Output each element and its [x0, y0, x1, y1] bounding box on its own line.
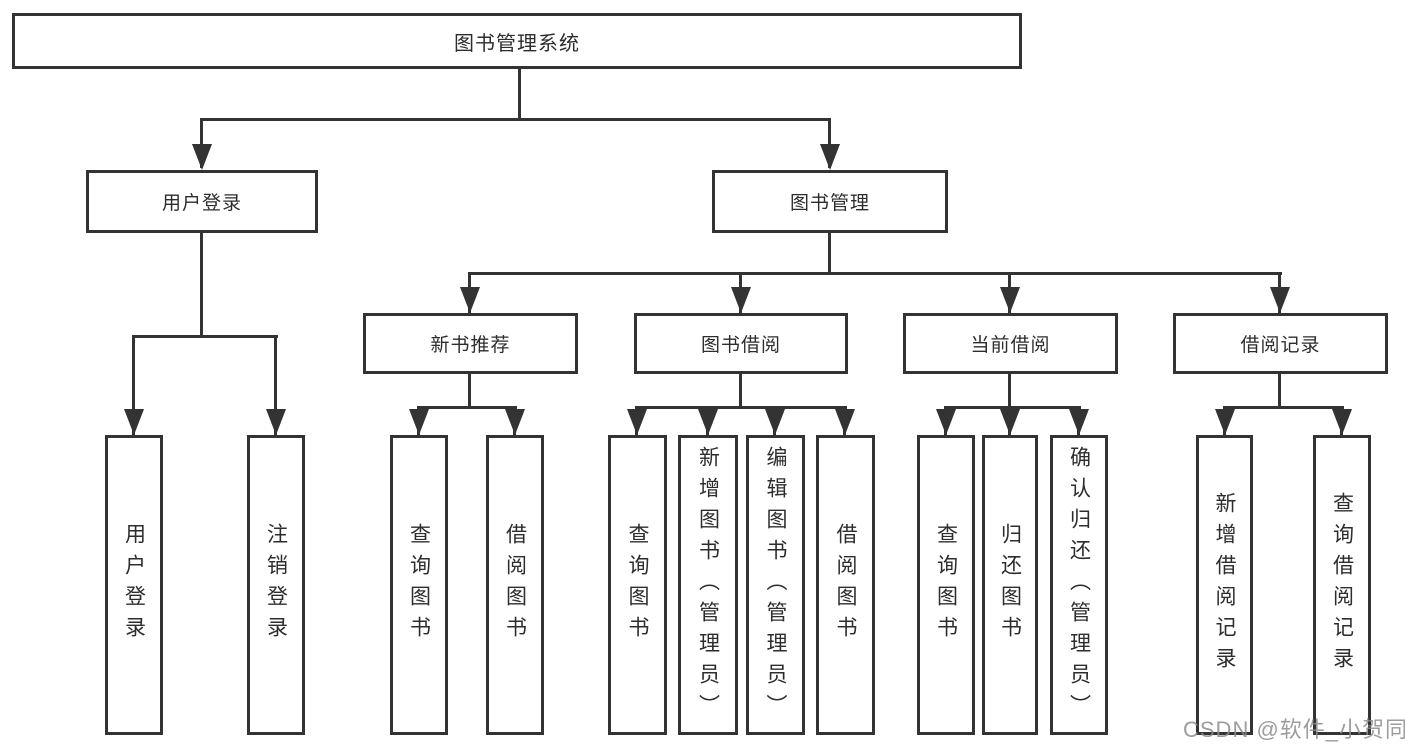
csdn-watermark: CSDN @软件_小贺同学: [1183, 717, 1405, 742]
node-new-book-recommendation: 新书推荐: [363, 313, 578, 374]
connector-borrowing-branch: [635, 406, 847, 409]
connector-user-login-stem: [200, 233, 203, 337]
arrowhead-new-book-recommendation: [460, 287, 480, 313]
leaf-edit-book-admin: 编辑图书（管理员）: [746, 435, 805, 735]
node-user-login: 用户登录: [86, 170, 318, 233]
arrowhead-current-borrowing: [1000, 287, 1020, 313]
connector-borrowing-stem: [739, 374, 742, 408]
connector-level1-branch: [200, 118, 831, 121]
connector-level2-branch: [468, 272, 1282, 275]
arrowhead-leaf: [1332, 409, 1352, 435]
node-borrowing-records: 借阅记录: [1173, 313, 1388, 374]
leaf-add-borrow-record: 新增借阅记录: [1196, 435, 1253, 735]
arrowhead-leaf: [1215, 409, 1235, 435]
arrowhead-book-borrowing: [731, 287, 751, 313]
connector-recommend-stem: [468, 374, 471, 408]
connector-book-management-stem: [828, 233, 831, 274]
node-book-borrowing: 图书借阅: [634, 313, 848, 374]
connector-user-login-branch: [132, 335, 278, 338]
node-library-management-system: 图书管理系统: [12, 13, 1022, 69]
connector-drop: [200, 118, 203, 168]
connector-root-stem: [518, 69, 521, 120]
connector-current-stem: [1008, 374, 1011, 408]
arrowhead-leaf: [409, 409, 429, 435]
arrowhead-leaf-user-login: [124, 409, 144, 435]
arrowhead-leaf: [627, 409, 647, 435]
leaf-borrow-books: 借阅图书: [816, 435, 875, 735]
connector-records-stem: [1278, 374, 1281, 408]
arrowhead-book-management: [820, 144, 840, 170]
connector-drop: [828, 118, 831, 168]
leaf-query-borrow-record: 查询借阅记录: [1313, 435, 1371, 735]
arrowhead-leaf: [1000, 409, 1020, 435]
leaf-query-books-recommend: 查询图书: [390, 435, 448, 735]
leaf-logout: 注销登录: [247, 435, 305, 735]
connector-drop: [132, 335, 135, 435]
leaf-user-login: 用户登录: [105, 435, 163, 735]
node-book-management: 图书管理: [712, 170, 948, 233]
leaf-add-book-admin: 新增图书（管理员）: [678, 435, 738, 735]
leaf-confirm-return-admin: 确认归还（管理员）: [1050, 435, 1108, 735]
connector-records-branch: [1223, 406, 1344, 409]
arrowhead-leaf: [936, 409, 956, 435]
leaf-return-books: 归还图书: [982, 435, 1038, 735]
connector-recommend-branch: [417, 406, 517, 409]
arrowhead-leaf: [765, 409, 785, 435]
arrowhead-borrowing-records: [1270, 287, 1290, 313]
connector-drop: [274, 335, 277, 435]
arrowhead-leaf: [835, 409, 855, 435]
node-current-borrowing: 当前借阅: [903, 313, 1118, 374]
leaf-query-books-borrow: 查询图书: [608, 435, 667, 735]
leaf-query-books-current: 查询图书: [917, 435, 975, 735]
arrowhead-user-login: [192, 144, 212, 170]
connector-current-branch: [944, 406, 1081, 409]
arrowhead-leaf: [698, 409, 718, 435]
leaf-borrow-books-recommend: 借阅图书: [486, 435, 544, 735]
arrowhead-leaf: [505, 409, 525, 435]
arrowhead-leaf-logout: [266, 409, 286, 435]
arrowhead-leaf: [1069, 409, 1089, 435]
